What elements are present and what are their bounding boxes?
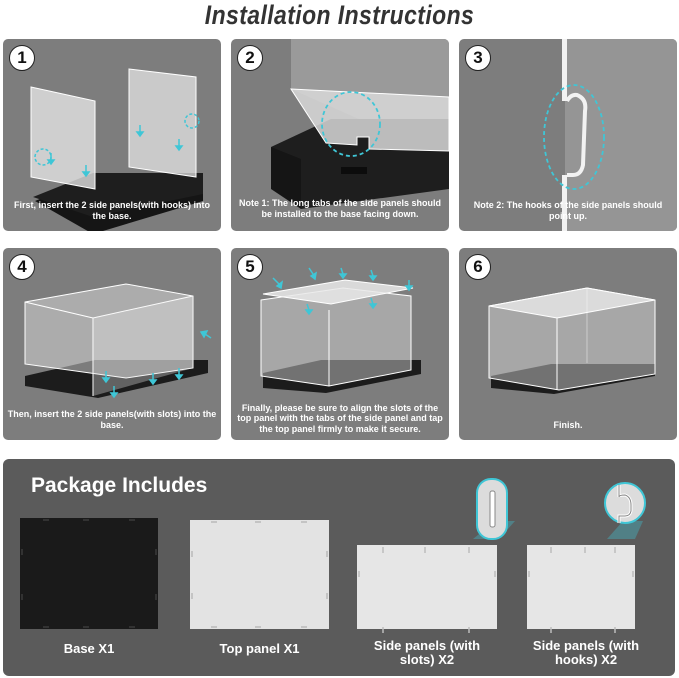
- step-number-badge: 1: [9, 45, 35, 71]
- step-caption: First, insert the 2 side panels(with hoo…: [13, 200, 211, 221]
- package-item-label: Top panel X1: [219, 641, 300, 656]
- step-caption: Finish.: [553, 419, 583, 430]
- base-panel-image: [20, 518, 158, 629]
- step-5-panel: 5 Finally, please be sure to align the s…: [231, 248, 449, 440]
- step-caption: Note 1: The long tabs of the side panels…: [238, 198, 442, 219]
- step-number-badge: 6: [465, 254, 491, 280]
- top-panel-image: [190, 520, 329, 629]
- package-item-label: Side panels (with slots) X2: [373, 638, 481, 667]
- step-4-panel: 4 Then, insert the 2 side panels(with sl…: [3, 248, 221, 440]
- package-item-label: Side panels (with hooks) X2: [532, 638, 640, 667]
- step-1-illustration: [30, 68, 203, 231]
- step-5-illustration: [260, 267, 421, 393]
- step-number-badge: 3: [465, 45, 491, 71]
- side-panel-slots-image: [357, 545, 497, 629]
- package-illustration: [20, 478, 646, 633]
- step-6-illustration: [488, 287, 656, 394]
- step-3-illustration: [543, 39, 677, 231]
- step-4-illustration: [24, 283, 212, 399]
- step-2-panel: 2 Note 1: The long tabs of the side pane…: [231, 39, 449, 231]
- page-title: Installation Instructions: [204, 0, 475, 30]
- step-number-badge: 5: [237, 254, 263, 280]
- package-title: Package Includes: [31, 474, 208, 497]
- package-includes-section: Package Includes: [3, 459, 675, 676]
- side-panel-hooks-image: [527, 545, 635, 629]
- step-2-illustration: [271, 39, 449, 209]
- package-item-label: Base X1: [63, 641, 115, 656]
- hook-detail-magnifier: [604, 482, 646, 524]
- step-caption: Then, insert the 2 side panels(with slot…: [7, 409, 217, 430]
- step-6-panel: 6 Finish.: [459, 248, 677, 440]
- step-number-badge: 4: [9, 254, 35, 280]
- step-caption: Note 2: The hooks of the side panels sho…: [473, 200, 663, 221]
- step-3-panel: 3 Note 2: The hooks of the side panels s…: [459, 39, 677, 231]
- step-number-badge: 2: [237, 45, 263, 71]
- step-caption: Finally, please be sure to align the slo…: [237, 402, 443, 434]
- step-1-panel: 1 First, insert the 2 side panels(with h…: [3, 39, 221, 231]
